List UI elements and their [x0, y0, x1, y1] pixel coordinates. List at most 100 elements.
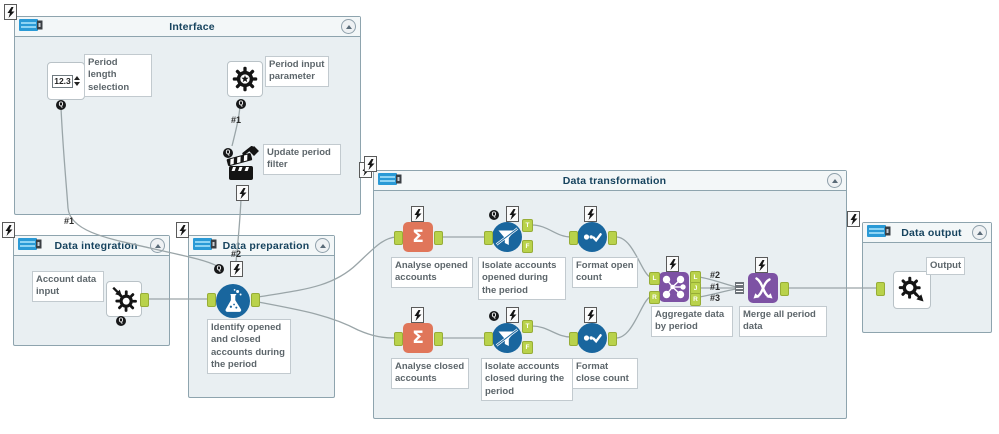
q-anchor[interactable]: Q — [489, 210, 499, 220]
filter-closed-tool[interactable] — [492, 323, 522, 353]
container-data-output[interactable]: Data output — [862, 222, 992, 333]
q-anchor[interactable]: Q — [489, 311, 499, 321]
container-data-output-header[interactable]: Data output — [863, 223, 991, 243]
output-anchor[interactable] — [434, 332, 443, 346]
container-interface[interactable]: Interface — [14, 16, 361, 215]
output-anchor[interactable] — [780, 282, 789, 296]
lightning-anchor[interactable] — [236, 185, 249, 201]
container-icon — [193, 237, 217, 255]
summarize-sigma-icon: Σ — [412, 328, 424, 348]
false-anchor[interactable]: F — [522, 341, 533, 354]
right-output-anchor[interactable]: R — [690, 293, 701, 306]
lightning-icon — [176, 222, 189, 238]
true-anchor[interactable]: T — [522, 219, 533, 232]
q-anchor[interactable]: Q — [236, 99, 246, 109]
tool-annotation[interactable]: Update period filter — [263, 144, 341, 175]
tool-annotation[interactable]: Format close count — [572, 358, 638, 389]
tool-annotation[interactable]: Analyse closed accounts — [391, 358, 469, 389]
collapse-icon[interactable] — [972, 225, 987, 240]
collapse-icon[interactable] — [827, 173, 842, 188]
container-data-preparation-header[interactable]: Data preparation — [189, 236, 334, 256]
input-anchor[interactable] — [569, 231, 578, 245]
formula-close-tool[interactable] — [577, 323, 607, 353]
summarize-opened-tool[interactable]: Σ — [403, 222, 433, 252]
container-icon — [19, 18, 43, 36]
control-parameter-tool[interactable] — [227, 61, 263, 97]
tool-annotation[interactable]: Format open count — [572, 257, 638, 288]
macro-input-tool[interactable] — [106, 281, 142, 317]
input-anchor[interactable] — [207, 293, 216, 307]
container-title: Data output — [901, 226, 962, 239]
lightning-anchor[interactable] — [666, 256, 679, 272]
container-icon — [18, 237, 42, 255]
output-anchor[interactable] — [140, 293, 149, 307]
wire-label: #2 — [231, 249, 242, 259]
input-anchor[interactable] — [569, 332, 578, 346]
input-anchor[interactable] — [394, 231, 403, 245]
tool-annotation[interactable]: Aggregate data by period — [651, 306, 733, 337]
gear-star-icon — [232, 66, 258, 92]
wire-label: #1 — [710, 282, 721, 292]
input-anchor[interactable] — [484, 231, 493, 245]
lightning-anchor[interactable] — [411, 307, 424, 323]
tool-annotation[interactable]: Isolate accounts opened during the perio… — [478, 257, 566, 301]
left-input-anchor[interactable]: L — [649, 272, 660, 285]
lightning-anchor[interactable] — [584, 307, 597, 323]
container-interface-header[interactable]: Interface — [15, 17, 360, 37]
action-tool[interactable] — [224, 145, 262, 191]
join-nodes-icon — [662, 275, 686, 299]
container-icon — [378, 172, 402, 190]
lightning-icon — [847, 211, 860, 227]
tool-annotation[interactable]: Period length selection — [84, 54, 152, 98]
numeric-updown-tool[interactable]: 12.3 — [47, 62, 85, 100]
input-anchor[interactable] — [876, 282, 885, 296]
numeric-updown-icon[interactable]: 12.3 — [52, 74, 80, 88]
output-anchor[interactable] — [251, 293, 260, 307]
filter-opened-tool[interactable] — [492, 222, 522, 252]
lightning-anchor[interactable] — [755, 257, 768, 273]
collapse-icon[interactable] — [315, 238, 330, 253]
false-anchor[interactable]: F — [522, 240, 533, 253]
input-anchor[interactable] — [484, 332, 493, 346]
output-anchor[interactable] — [434, 231, 443, 245]
filter-funnel-icon — [495, 328, 519, 347]
tool-annotation[interactable]: Identify opened and closed accounts duri… — [207, 319, 291, 375]
output-anchor[interactable] — [608, 332, 617, 346]
q-anchor[interactable]: Q — [223, 148, 233, 158]
lightning-anchor[interactable] — [506, 206, 519, 222]
q-anchor[interactable]: Q — [56, 100, 66, 110]
tool-annotation[interactable]: Merge all period data — [739, 306, 827, 337]
q-anchor[interactable]: Q — [214, 264, 224, 274]
q-anchor[interactable]: Q — [116, 316, 126, 326]
tool-annotation[interactable]: Isolate accounts closed during the perio… — [481, 358, 573, 402]
output-anchor[interactable] — [608, 231, 617, 245]
prepare-accounts-tool[interactable] — [216, 284, 250, 318]
summarize-closed-tool[interactable]: Σ — [403, 323, 433, 353]
container-title: Data preparation — [222, 239, 310, 252]
input-anchor[interactable] — [394, 332, 403, 346]
right-input-anchor[interactable]: R — [649, 291, 660, 304]
formula-open-tool[interactable] — [577, 222, 607, 252]
container-data-integration-header[interactable]: Data integration — [14, 236, 169, 256]
macro-output-tool[interactable] — [893, 271, 931, 309]
wire-label: #1 — [231, 115, 242, 125]
lightning-anchor[interactable] — [506, 307, 519, 323]
container-data-transformation-header[interactable]: Data transformation — [374, 171, 846, 191]
collapse-icon[interactable] — [341, 19, 356, 34]
tool-annotation[interactable]: Account data input — [32, 271, 104, 302]
lightning-anchor[interactable] — [230, 261, 243, 277]
union-tool[interactable] — [748, 273, 778, 303]
true-anchor[interactable]: T — [522, 320, 533, 333]
numeric-value[interactable]: 12.3 — [52, 74, 73, 88]
join-tool[interactable] — [659, 272, 689, 302]
tool-annotation[interactable]: Output — [926, 257, 966, 276]
container-title: Data transformation — [562, 174, 667, 187]
lightning-anchor[interactable] — [411, 206, 424, 222]
tool-annotation[interactable]: Analyse opened accounts — [391, 257, 473, 288]
wire-label: #1 — [64, 216, 75, 226]
tool-annotation[interactable]: Period input parameter — [265, 56, 329, 87]
formula-check-icon — [583, 233, 602, 243]
lightning-anchor[interactable] — [584, 206, 597, 222]
spinner-arrows-icon[interactable] — [73, 76, 80, 86]
